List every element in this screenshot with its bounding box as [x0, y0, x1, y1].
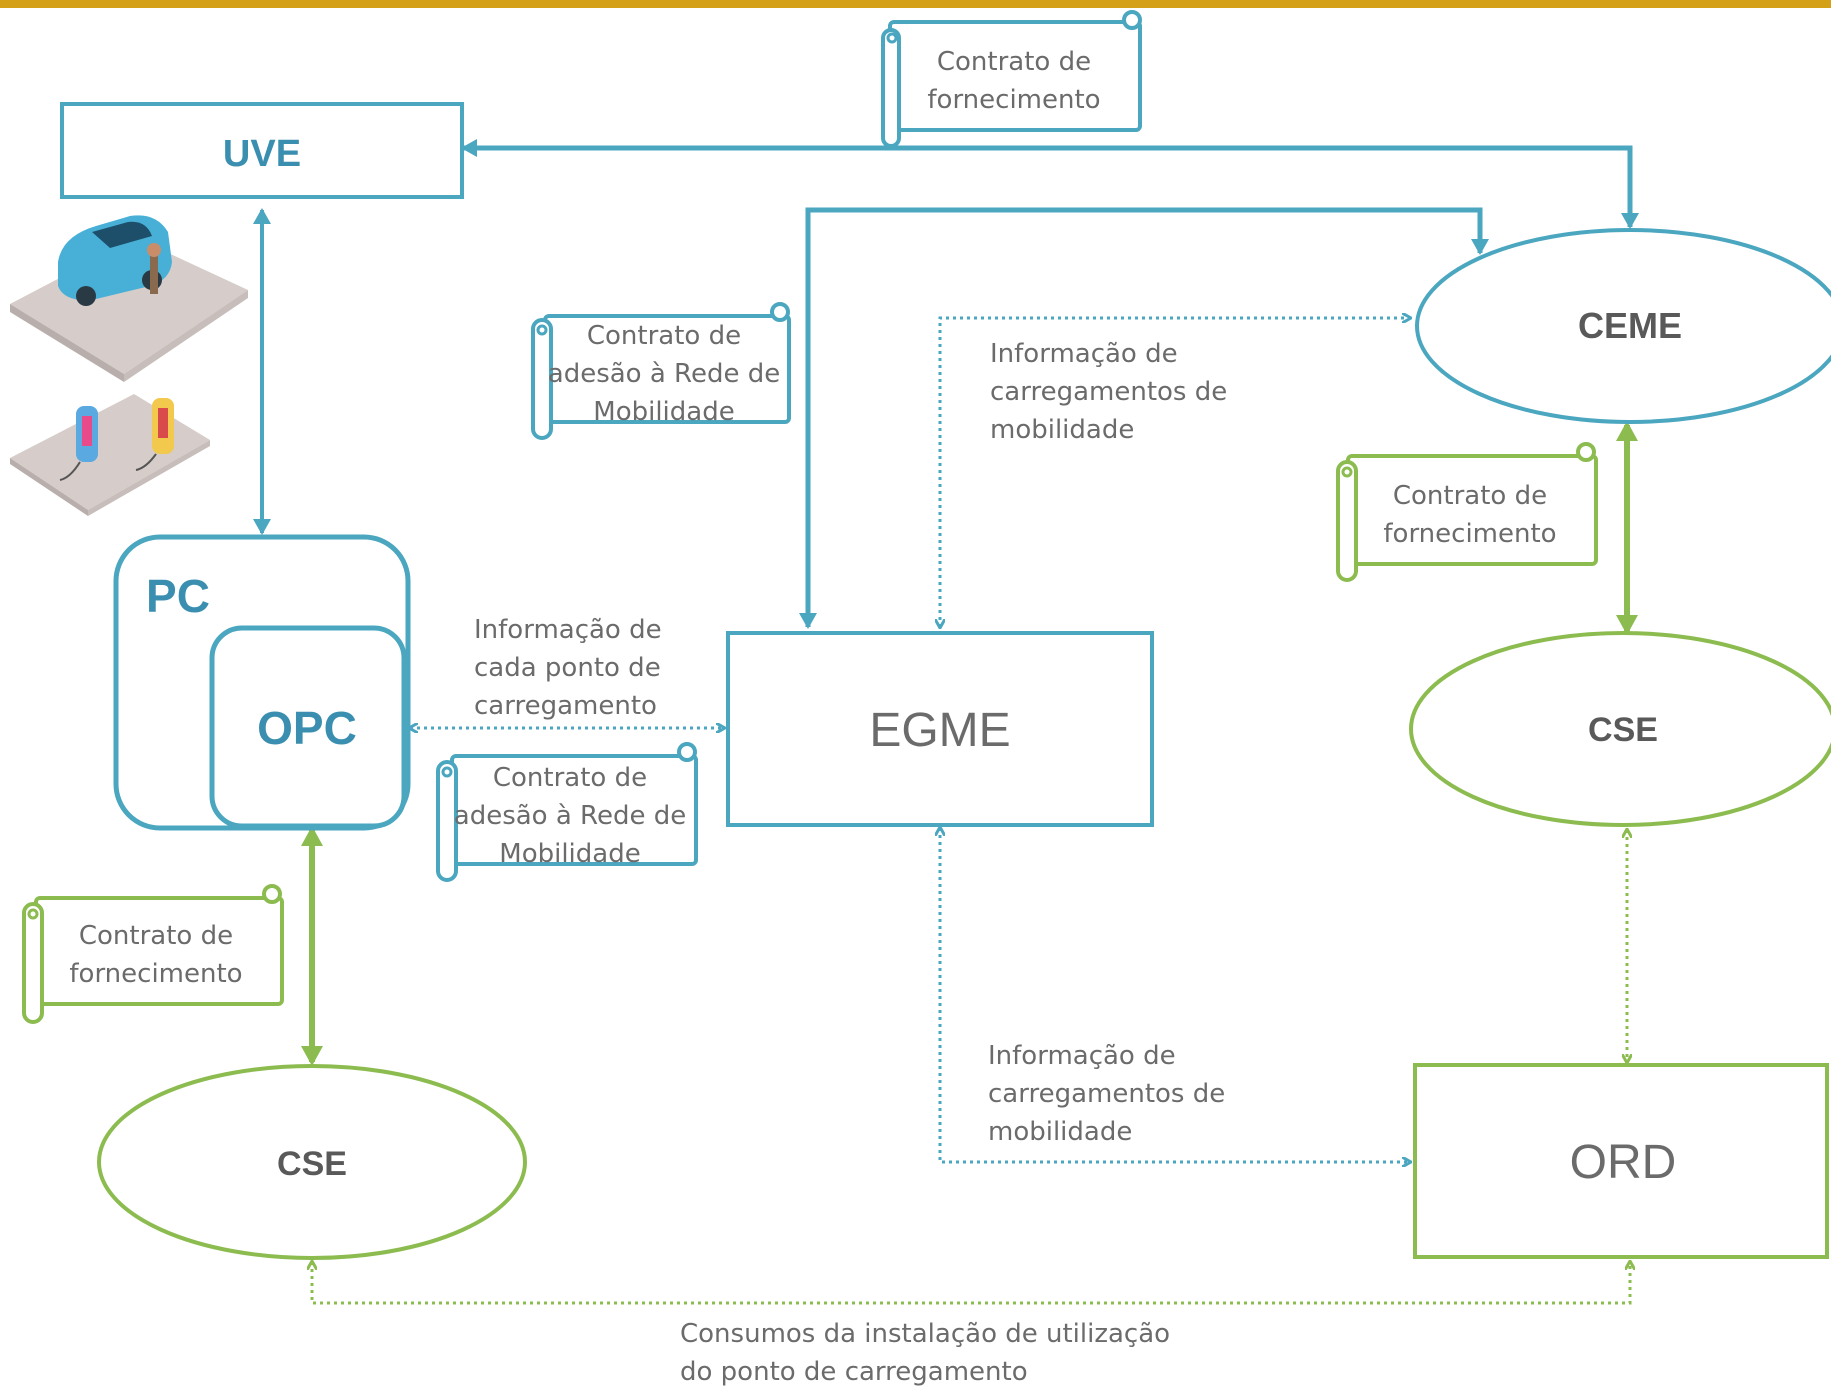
opc-egme-info-line1: Informação de: [474, 615, 662, 645]
supply-contract-scroll-top: Contrato de fornecimento: [881, 10, 1142, 148]
cse-right-node: CSE: [1409, 631, 1831, 827]
egme-ord-info-label: Informação de carregamentos de mobilidad…: [988, 1041, 1225, 1147]
cse-left-label: CSE: [277, 1145, 347, 1183]
charging-station-illustration: [10, 394, 210, 516]
egme-ord-info-connector: [940, 828, 1410, 1162]
electric-car-illustration: [10, 215, 248, 382]
opc-egme-info-label: Informação de cada ponto de carregamento: [474, 615, 662, 721]
adhesion-contract-opc-line3: Mobilidade: [499, 839, 640, 869]
egme-ceme-info-line2: carregamentos de: [990, 377, 1227, 407]
ord-node: ORD: [1413, 1063, 1829, 1259]
opc-egme-info-line2: cada ponto de: [474, 653, 661, 683]
cse-ord-consumption-connector: [312, 1262, 1630, 1305]
consumption-label: Consumos da instalação de utilização do …: [680, 1319, 1170, 1387]
egme-ceme-connector: [799, 207, 1489, 629]
egme-ceme-info-connector: [940, 318, 1410, 627]
cse-right-label: CSE: [1588, 711, 1658, 749]
adhesion-contract-mid-line1: Contrato de: [587, 321, 741, 351]
consumption-line2: do ponto de carregamento: [680, 1357, 1028, 1387]
uve-label: UVE: [223, 133, 301, 175]
uve-ceme-connector: [461, 139, 1639, 229]
opc-node: OPC: [209, 625, 407, 829]
adhesion-contract-mid-line2: adesão à Rede de: [548, 359, 780, 389]
egme-ceme-info-line1: Informação de: [990, 339, 1178, 369]
opc-egme-info-line3: carregamento: [474, 691, 657, 721]
supply-contract-top-line1: Contrato de: [937, 47, 1091, 77]
adhesion-contract-scroll-mid: Contrato de adesão à Rede de Mobilidade: [531, 302, 791, 440]
top-accent-bar: [0, 0, 1831, 8]
uve-node: UVE: [60, 102, 464, 199]
consumption-line1: Consumos da instalação de utilização: [680, 1319, 1170, 1349]
supply-contract-scroll-right: Contrato de fornecimento: [1336, 442, 1598, 582]
adhesion-contract-mid-line3: Mobilidade: [593, 397, 734, 427]
egme-node: EGME: [726, 631, 1154, 827]
supply-contract-left-line2: fornecimento: [69, 959, 242, 989]
supply-contract-right-line1: Contrato de: [1393, 481, 1547, 511]
ord-label: ORD: [1570, 1136, 1677, 1189]
ceme-node: CEME: [1415, 228, 1831, 424]
supply-contract-left-line1: Contrato de: [79, 921, 233, 951]
supply-contract-top-line2: fornecimento: [927, 85, 1100, 115]
egme-ceme-info-line3: mobilidade: [990, 415, 1134, 445]
pc-label: PC: [146, 570, 210, 622]
supply-contract-right-line2: fornecimento: [1383, 519, 1556, 549]
supply-contract-scroll-left: Contrato de fornecimento: [22, 884, 284, 1024]
adhesion-contract-opc-line1: Contrato de: [493, 763, 647, 793]
egme-ord-info-line3: mobilidade: [988, 1117, 1132, 1147]
cse-left-node: CSE: [97, 1064, 527, 1260]
egme-ord-info-line1: Informação de: [988, 1041, 1176, 1071]
egme-ceme-info-label: Informação de carregamentos de mobilidad…: [990, 339, 1227, 445]
egme-ord-info-line2: carregamentos de: [988, 1079, 1225, 1109]
ceme-label: CEME: [1578, 305, 1682, 346]
adhesion-contract-opc-line2: adesão à Rede de: [454, 801, 686, 831]
egme-label: EGME: [869, 704, 1010, 757]
adhesion-contract-scroll-opc: Contrato de adesão à Rede de Mobilidade: [436, 742, 698, 882]
opc-label: OPC: [257, 702, 357, 754]
